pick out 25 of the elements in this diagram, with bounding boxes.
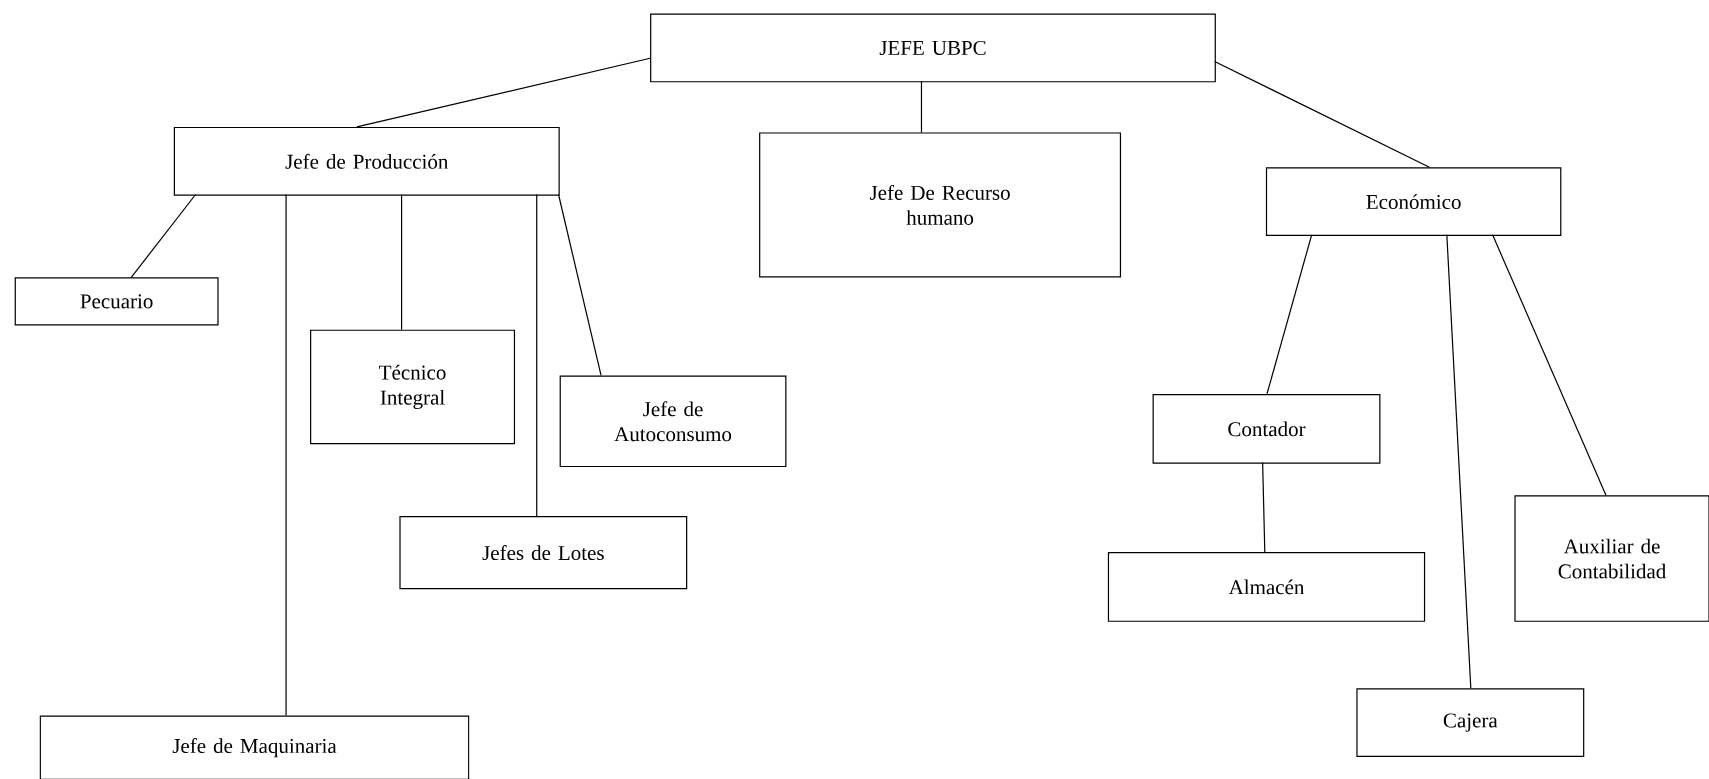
org-box: Pecuario bbox=[14, 277, 219, 326]
connector-line bbox=[401, 193, 403, 331]
org-box: JEFE UBPC bbox=[650, 13, 1216, 83]
connector-line bbox=[1492, 234, 1607, 496]
connector-line bbox=[557, 193, 602, 376]
org-box: Contador bbox=[1152, 393, 1381, 464]
org-box: Jefe de Producción bbox=[173, 126, 560, 196]
org-box: Jefe De Recurso humano bbox=[759, 132, 1122, 278]
org-box: Técnico Integral bbox=[310, 329, 516, 445]
org-box: Jefe de Autoconsumo bbox=[559, 375, 787, 467]
org-box: Almacén bbox=[1107, 551, 1426, 622]
connector-line bbox=[130, 193, 197, 278]
connector-line bbox=[920, 80, 923, 133]
org-box: Cajera bbox=[1356, 688, 1585, 757]
connector-line bbox=[356, 57, 651, 128]
org-box: Económico bbox=[1265, 167, 1562, 236]
org-box: Auxiliar de Contabilidad bbox=[1514, 495, 1709, 622]
connector-line bbox=[1262, 461, 1266, 553]
connector-line bbox=[1266, 234, 1313, 395]
connector-line bbox=[1446, 234, 1472, 689]
org-box: Jefes de Lotes bbox=[399, 515, 688, 589]
connector-line bbox=[285, 193, 287, 716]
connector-line bbox=[536, 193, 538, 517]
org-box: Jefe de Maquinaria bbox=[39, 715, 470, 779]
connector-line bbox=[1214, 60, 1430, 168]
